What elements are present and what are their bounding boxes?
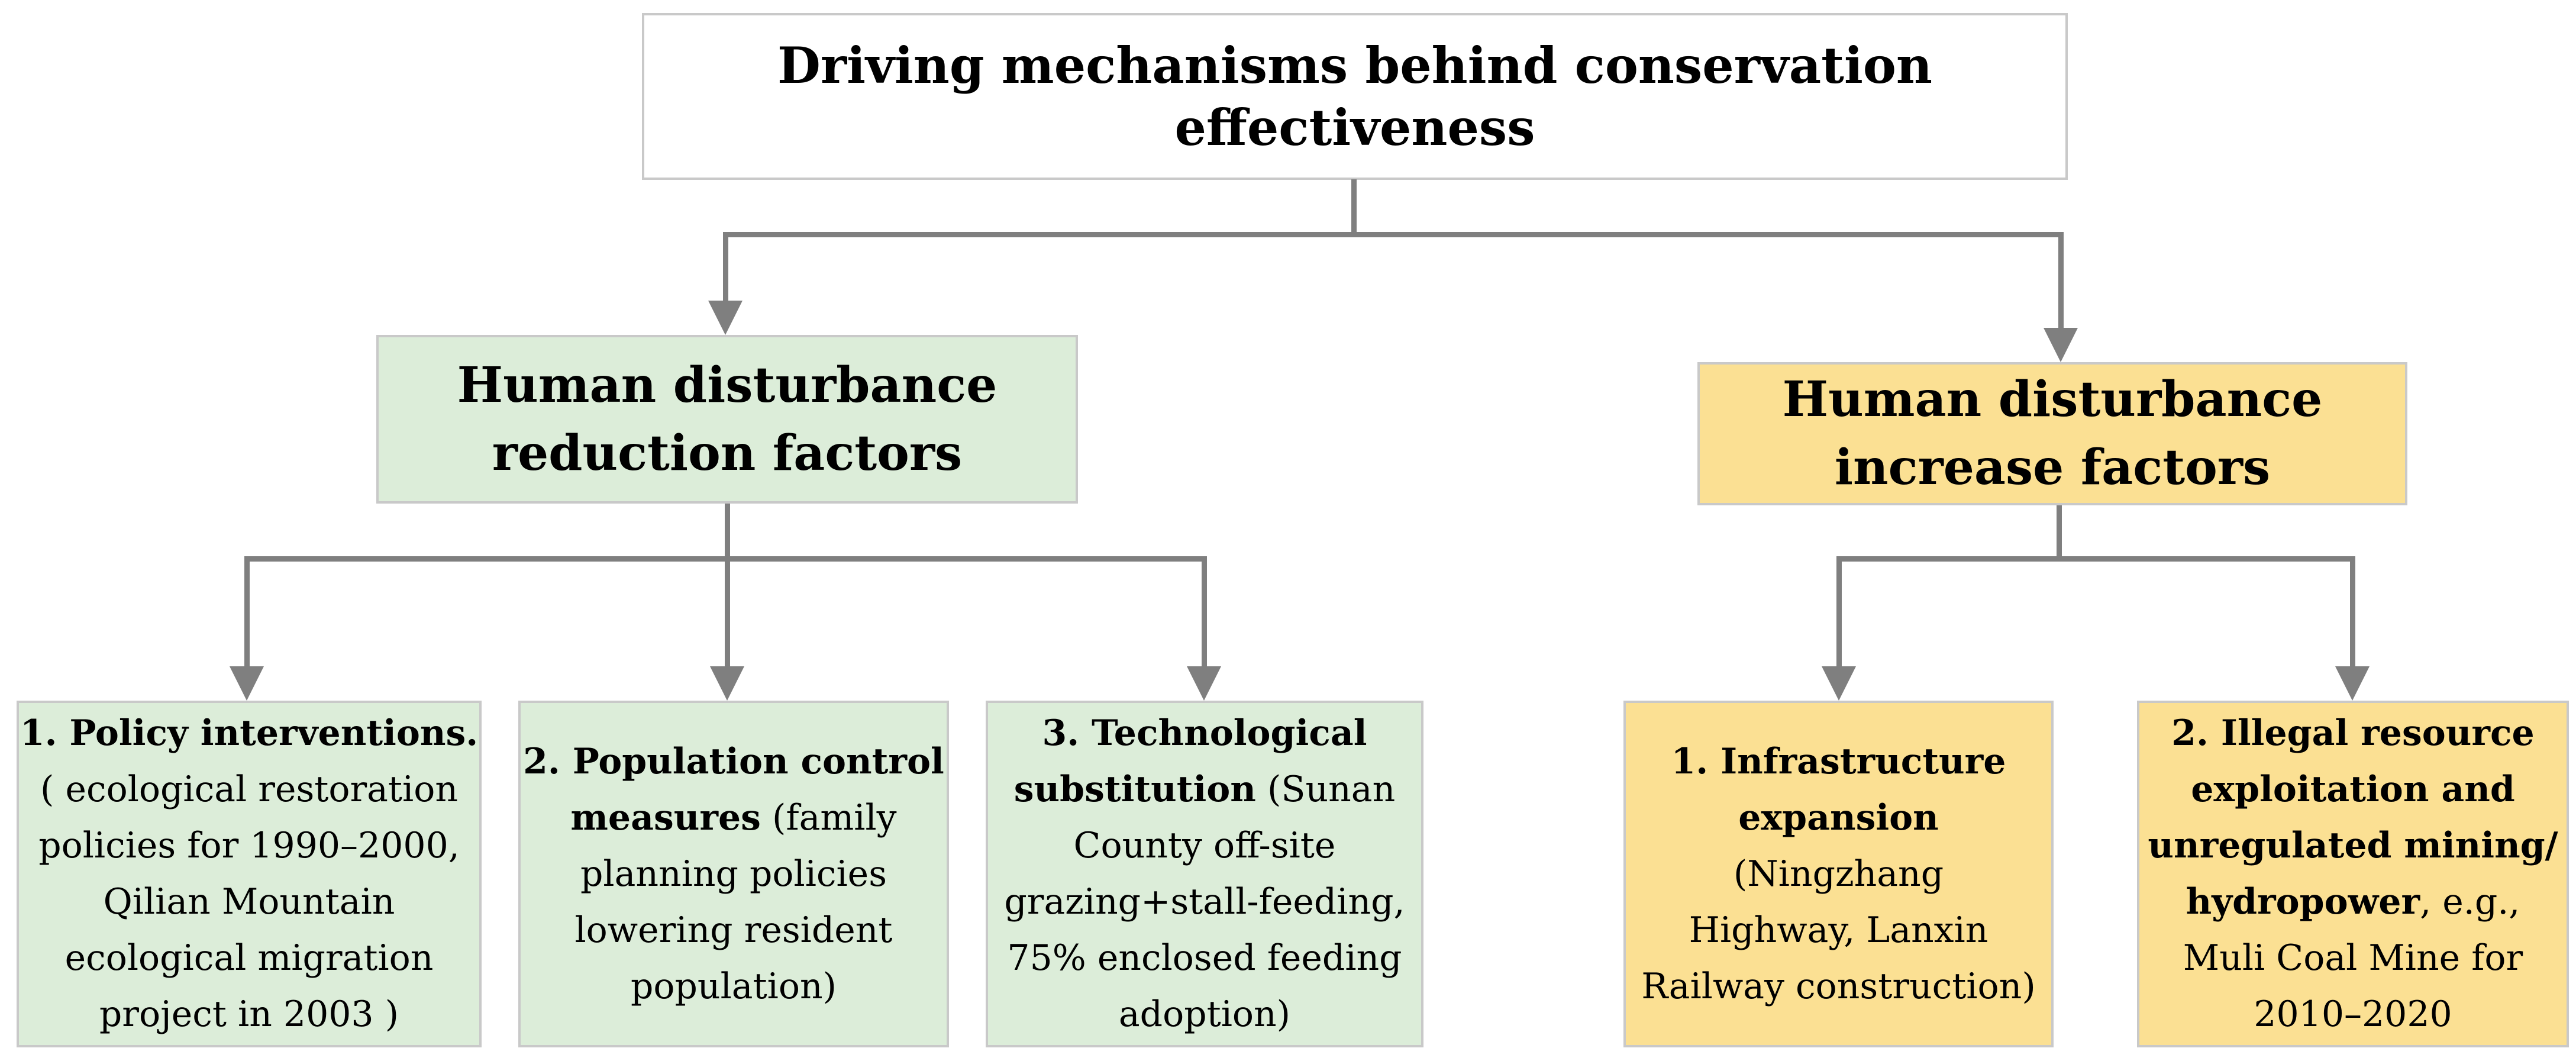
page-title: Driving mechanisms behind conservation e…	[777, 36, 1932, 157]
factor-technology-bold: 3. Technological substitution	[1013, 712, 1367, 810]
factor-infrastructure-rest: (Ningzhang Highway, Lanxin Railway const…	[1641, 853, 2036, 1007]
connector-increase-stem	[2057, 505, 2062, 556]
factor-infrastructure-bold: 1. Infrastructure expansion	[1671, 740, 2006, 839]
branch-increase-heading: Human disturbance increase factors	[1782, 371, 2323, 496]
arrowhead-down-policy-icon	[230, 666, 264, 701]
connector-technology-drop	[1202, 562, 1207, 667]
connector-root-stem	[1351, 179, 1357, 232]
factor-illegal-bold: 2. Illegal resource exploitation and unr…	[2148, 712, 2558, 923]
arrowhead-down-technology-icon	[1187, 666, 1221, 701]
connector-infrastructure-drop	[1836, 562, 1842, 667]
factor-population-bold: 2. Population control measures	[523, 740, 944, 839]
arrowhead-down-illegal-icon	[2335, 666, 2370, 701]
arrowhead-down-reduction-icon	[708, 301, 743, 335]
factor-illegal-exploitation: 2. Illegal resource exploitation and unr…	[2137, 701, 2569, 1047]
factor-infrastructure-text: 1. Infrastructure expansion (Ningzhang H…	[1626, 734, 2051, 1015]
connector-increase-drop	[2058, 237, 2064, 329]
arrowhead-down-population-icon	[710, 666, 744, 701]
factor-population-text: 2. Population control measures (family p…	[521, 734, 947, 1015]
factor-policy-rest: ( ecological restoration policies for 19…	[38, 769, 460, 1035]
connector-policy-drop	[244, 562, 250, 667]
factor-technological-substitution: 3. Technological substitution (Sunan Cou…	[986, 701, 1423, 1047]
connector-reduction-stem	[725, 504, 730, 556]
factor-technology-rest: (Sunan County off-site grazing+stall-fee…	[1004, 769, 1405, 1035]
connector-illegal-drop	[2350, 562, 2355, 667]
branch-reduction-box: Human disturbance reduction factors	[376, 335, 1078, 504]
factor-policy-bold: 1. Policy interventions.	[20, 712, 479, 754]
factor-population-rest: (family planning policies lowering resid…	[574, 796, 897, 1007]
factor-population-control: 2. Population control measures (family p…	[518, 701, 949, 1047]
factor-illegal-rest: , e.g., Muli Coal Mine for 2010–2020	[2183, 881, 2523, 1035]
branch-reduction-heading: Human disturbance reduction factors	[457, 356, 998, 482]
factor-infrastructure-expansion: 1. Infrastructure expansion (Ningzhang H…	[1623, 701, 2054, 1047]
connector-increase-hbar	[1836, 556, 2355, 562]
factor-policy-text: 1. Policy interventions. ( ecological re…	[19, 705, 479, 1043]
connector-reduction-hbar	[244, 556, 1207, 562]
title-box: Driving mechanisms behind conservation e…	[642, 13, 2068, 180]
factor-illegal-text: 2. Illegal resource exploitation and unr…	[2139, 705, 2567, 1043]
factor-technology-text: 3. Technological substitution (Sunan Cou…	[988, 705, 1421, 1043]
branch-increase-box: Human disturbance increase factors	[1697, 362, 2407, 505]
arrowhead-down-increase-icon	[2044, 328, 2078, 362]
connector-population-drop	[725, 562, 730, 667]
arrowhead-down-infrastructure-icon	[1822, 666, 1856, 701]
connector-level1-hbar	[723, 232, 2064, 237]
connector-reduction-drop	[723, 237, 728, 302]
factor-policy-interventions: 1. Policy interventions. ( ecological re…	[17, 701, 482, 1047]
